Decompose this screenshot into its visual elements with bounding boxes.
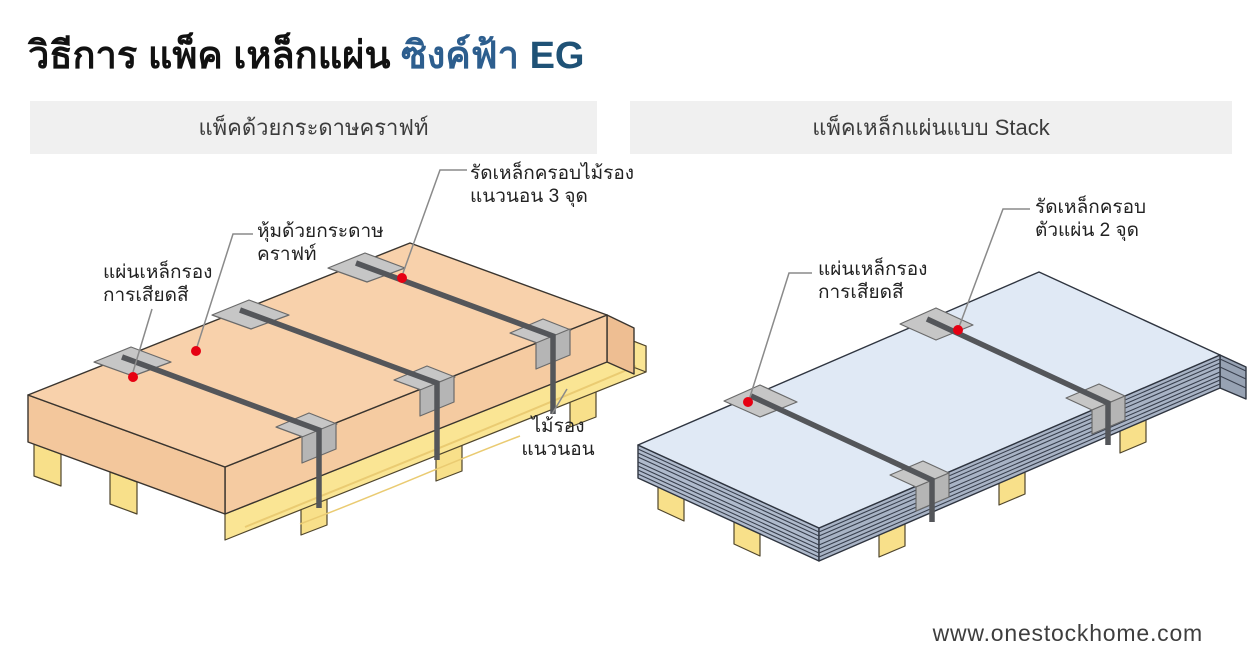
sheet-edge-stripes bbox=[637, 358, 1247, 558]
callout-markers bbox=[128, 273, 407, 382]
label-wood-support: ไม้รอง แนวนอน bbox=[521, 416, 595, 460]
steel-straps bbox=[121, 260, 556, 508]
stack-pack-illustration bbox=[637, 208, 1247, 562]
left-panel-header: แพ็คด้วยกระดาษคราฟท์ bbox=[30, 101, 597, 154]
label-strap-3-points: รัดเหล็กครอบไม้รอง แนวนอน 3 จุด bbox=[470, 163, 635, 207]
callout-lines bbox=[748, 208, 1030, 401]
website-url: www.onestockhome.com bbox=[932, 620, 1203, 646]
steel-straps bbox=[749, 316, 1111, 522]
callout-lines bbox=[132, 169, 568, 415]
title-text-blue: ซิงค์ฟ้า bbox=[401, 35, 530, 77]
title-text-eg: EG bbox=[529, 35, 585, 77]
page-title: วิธีการ แพ็ค เหล็กแผ่น ซิงค์ฟ้า EG bbox=[28, 24, 584, 85]
right-panel-header: แพ็คเหล็กแผ่นแบบ Stack bbox=[630, 101, 1232, 154]
kraft-pack-illustration bbox=[27, 169, 647, 541]
label-strap-2-points: รัดเหล็กครอบ ตัวแผ่น 2 จุด bbox=[1035, 197, 1147, 241]
label-friction-pad-left: แผ่นเหล็กรอง การเสียดสี bbox=[103, 262, 213, 306]
label-kraft-wrap: หุ้มด้วยกระดาษ คราฟท์ bbox=[257, 221, 384, 265]
label-friction-pad-right: แผ่นเหล็กรอง การเสียดสี bbox=[818, 259, 928, 303]
title-text-black: วิธีการ แพ็ค เหล็กแผ่น bbox=[28, 35, 401, 77]
callout-markers bbox=[743, 325, 963, 407]
